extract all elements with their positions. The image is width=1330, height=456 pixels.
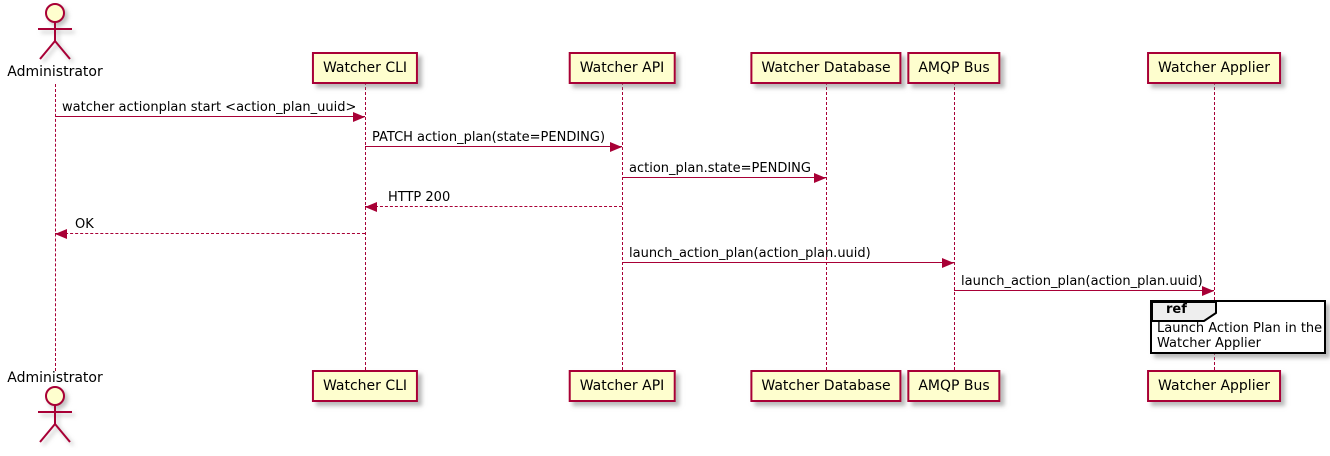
participant-watcher-api-bottom: Watcher API [568, 370, 676, 402]
ref-body-line-2: Watcher Applier [1157, 336, 1261, 351]
actor-administrator-label-bottom: Administrator [7, 370, 103, 386]
message-3-line [622, 177, 826, 178]
lifeline-amqp-bus [954, 82, 955, 370]
lifeline-watcher-api [622, 82, 623, 370]
participant-watcher-cli-top: Watcher CLI [311, 52, 419, 84]
message-5-arrowhead-icon [55, 229, 67, 239]
message-3-arrowhead-icon [814, 173, 826, 183]
ref-body-line-1: Launch Action Plan in the [1157, 321, 1323, 336]
message-3-label: action_plan.state=PENDING [629, 161, 811, 176]
message-1-arrowhead-icon [353, 112, 365, 122]
ref-keyword: ref [1166, 302, 1187, 317]
message-5-line [55, 233, 365, 234]
message-6-line [622, 262, 954, 263]
message-2-line [365, 146, 622, 147]
lifeline-administrator [55, 84, 56, 371]
participant-watcher-api-top: Watcher API [568, 52, 676, 84]
message-7-line [954, 290, 1214, 291]
message-4-label: HTTP 200 [388, 190, 451, 205]
lifeline-watcher-cli [365, 82, 366, 370]
actor-administrator-icon-bottom [38, 386, 72, 443]
participant-amqp-bus-bottom: AMQP Bus [907, 370, 1001, 402]
ref-body: Launch Action Plan in the Watcher Applie… [1157, 321, 1322, 351]
message-6-arrowhead-icon [942, 258, 954, 268]
participant-watcher-cli-bottom: Watcher CLI [311, 370, 419, 402]
actor-administrator-label-top: Administrator [7, 64, 103, 80]
message-2-arrowhead-icon [610, 142, 622, 152]
actor-administrator-icon [38, 3, 72, 60]
message-7-label: launch_action_plan(action_plan.uuid) [961, 274, 1203, 289]
message-7-arrowhead-icon [1202, 286, 1214, 296]
message-1-line [55, 116, 365, 117]
participant-watcher-applier-top: Watcher Applier [1147, 52, 1281, 84]
message-1-label: watcher actionplan start <action_plan_uu… [62, 100, 357, 115]
message-6-label: launch_action_plan(action_plan.uuid) [629, 246, 871, 261]
ref-fragment: ref Launch Action Plan in the Watcher Ap… [1150, 300, 1326, 354]
message-4-arrowhead-icon [365, 202, 377, 212]
participant-watcher-database-top: Watcher Database [750, 52, 902, 84]
message-5-label: OK [75, 217, 94, 232]
lifeline-watcher-applier [1214, 82, 1215, 370]
participant-watcher-database-bottom: Watcher Database [750, 370, 902, 402]
ref-tab-shape [1151, 301, 1217, 322]
message-2-label: PATCH action_plan(state=PENDING) [372, 130, 606, 145]
participant-watcher-applier-bottom: Watcher Applier [1147, 370, 1281, 402]
participant-amqp-bus-top: AMQP Bus [907, 52, 1001, 84]
message-4-line [365, 206, 622, 207]
lifeline-watcher-database [826, 82, 827, 370]
